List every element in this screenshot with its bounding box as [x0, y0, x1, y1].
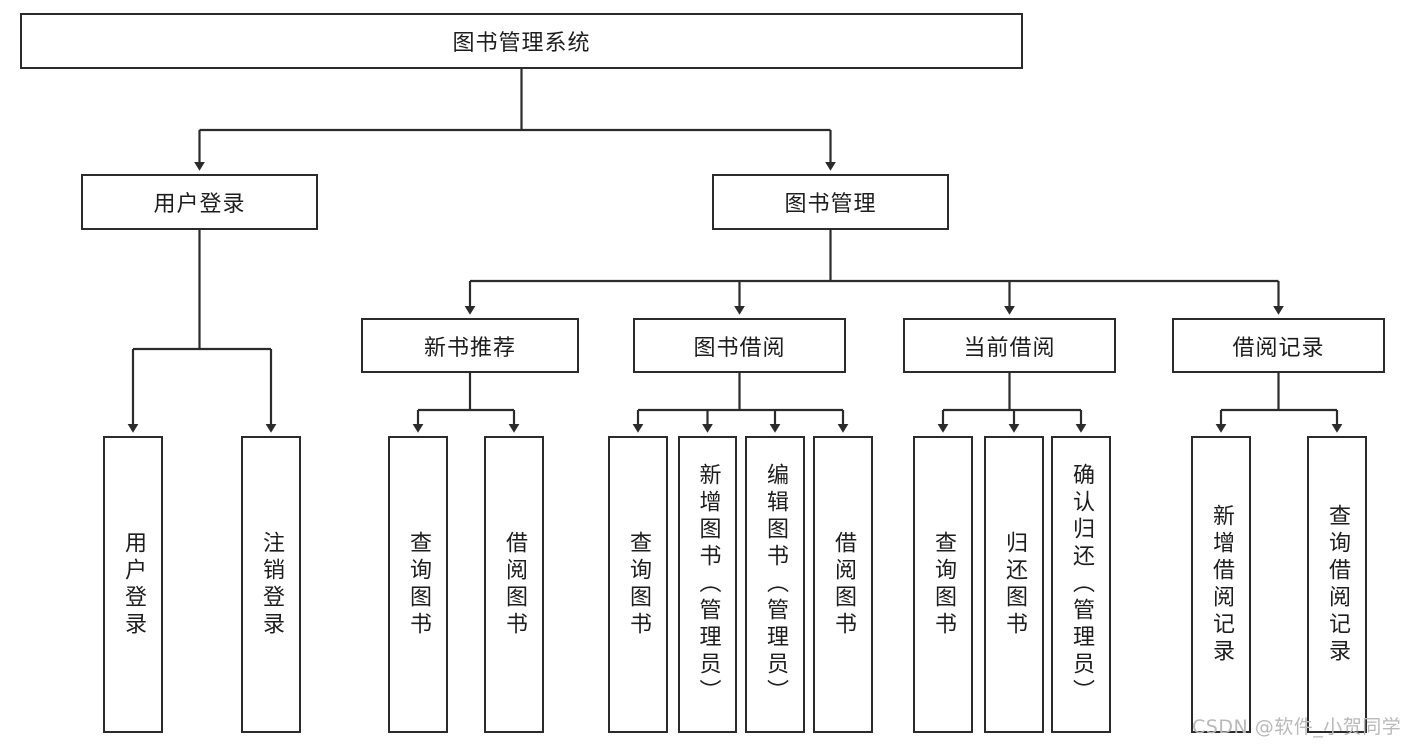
node-label: 借阅记录: [1232, 335, 1325, 361]
node-l1-book-mgmt: 图书管理: [712, 174, 949, 230]
csdn-watermark: CSDN @软件_小贺同学: [1192, 716, 1402, 738]
node-label: 查询图书: [626, 530, 651, 639]
node-label: 当前借阅: [963, 335, 1056, 361]
node-label: 注销登录: [259, 530, 284, 639]
node-label: 归还图书: [1002, 530, 1027, 639]
node-l3-confirm-return: 确认归还（管理员）: [1051, 436, 1111, 733]
node-label: 新增借阅记录: [1209, 503, 1234, 666]
node-l3-query-book-a: 查询图书: [388, 436, 448, 733]
node-l2-book-borrow: 图书借阅: [633, 318, 846, 373]
node-l3-add-record: 新增借阅记录: [1191, 436, 1251, 733]
node-label: 借阅图书: [831, 530, 856, 639]
node-label: 图书管理系统: [452, 31, 591, 56]
node-label: 查询图书: [406, 530, 431, 639]
node-l3-borrow-book-a: 借阅图书: [484, 436, 544, 733]
node-label: 新增图书（管理员）: [695, 463, 721, 706]
node-l3-query-book-c: 查询图书: [913, 436, 973, 733]
node-l2-current-borrow: 当前借阅: [903, 318, 1116, 373]
node-l2-new-book-rec: 新书推荐: [361, 318, 579, 373]
node-l3-query-record: 查询借阅记录: [1307, 436, 1367, 733]
node-l3-query-book-b: 查询图书: [608, 436, 668, 733]
node-l3-return-book: 归还图书: [984, 436, 1044, 733]
node-l3-borrow-book-b: 借阅图书: [813, 436, 873, 733]
node-label: 借阅图书: [502, 530, 527, 639]
node-label: 编辑图书（管理员）: [763, 463, 788, 706]
node-l3-logout: 注销登录: [241, 436, 301, 733]
node-l2-borrow-record: 借阅记录: [1172, 318, 1385, 373]
node-label: 用户登录: [153, 192, 246, 217]
node-l1-user-login: 用户登录: [81, 174, 318, 230]
node-label: 图书借阅: [693, 335, 786, 361]
node-label: 用户登录: [121, 530, 146, 639]
node-label: 新书推荐: [423, 335, 516, 361]
node-label: 查询借阅记录: [1325, 503, 1350, 666]
node-label: 确认归还（管理员）: [1069, 463, 1094, 706]
node-label: 图书管理: [784, 192, 877, 217]
node-l3-add-book: 新增图书（管理员）: [678, 436, 737, 733]
node-l3-edit-book: 编辑图书（管理员）: [745, 436, 805, 733]
node-label: 查询图书: [931, 530, 956, 639]
node-l3-user-login: 用户登录: [103, 436, 163, 733]
node-root: 图书管理系统: [20, 13, 1023, 69]
